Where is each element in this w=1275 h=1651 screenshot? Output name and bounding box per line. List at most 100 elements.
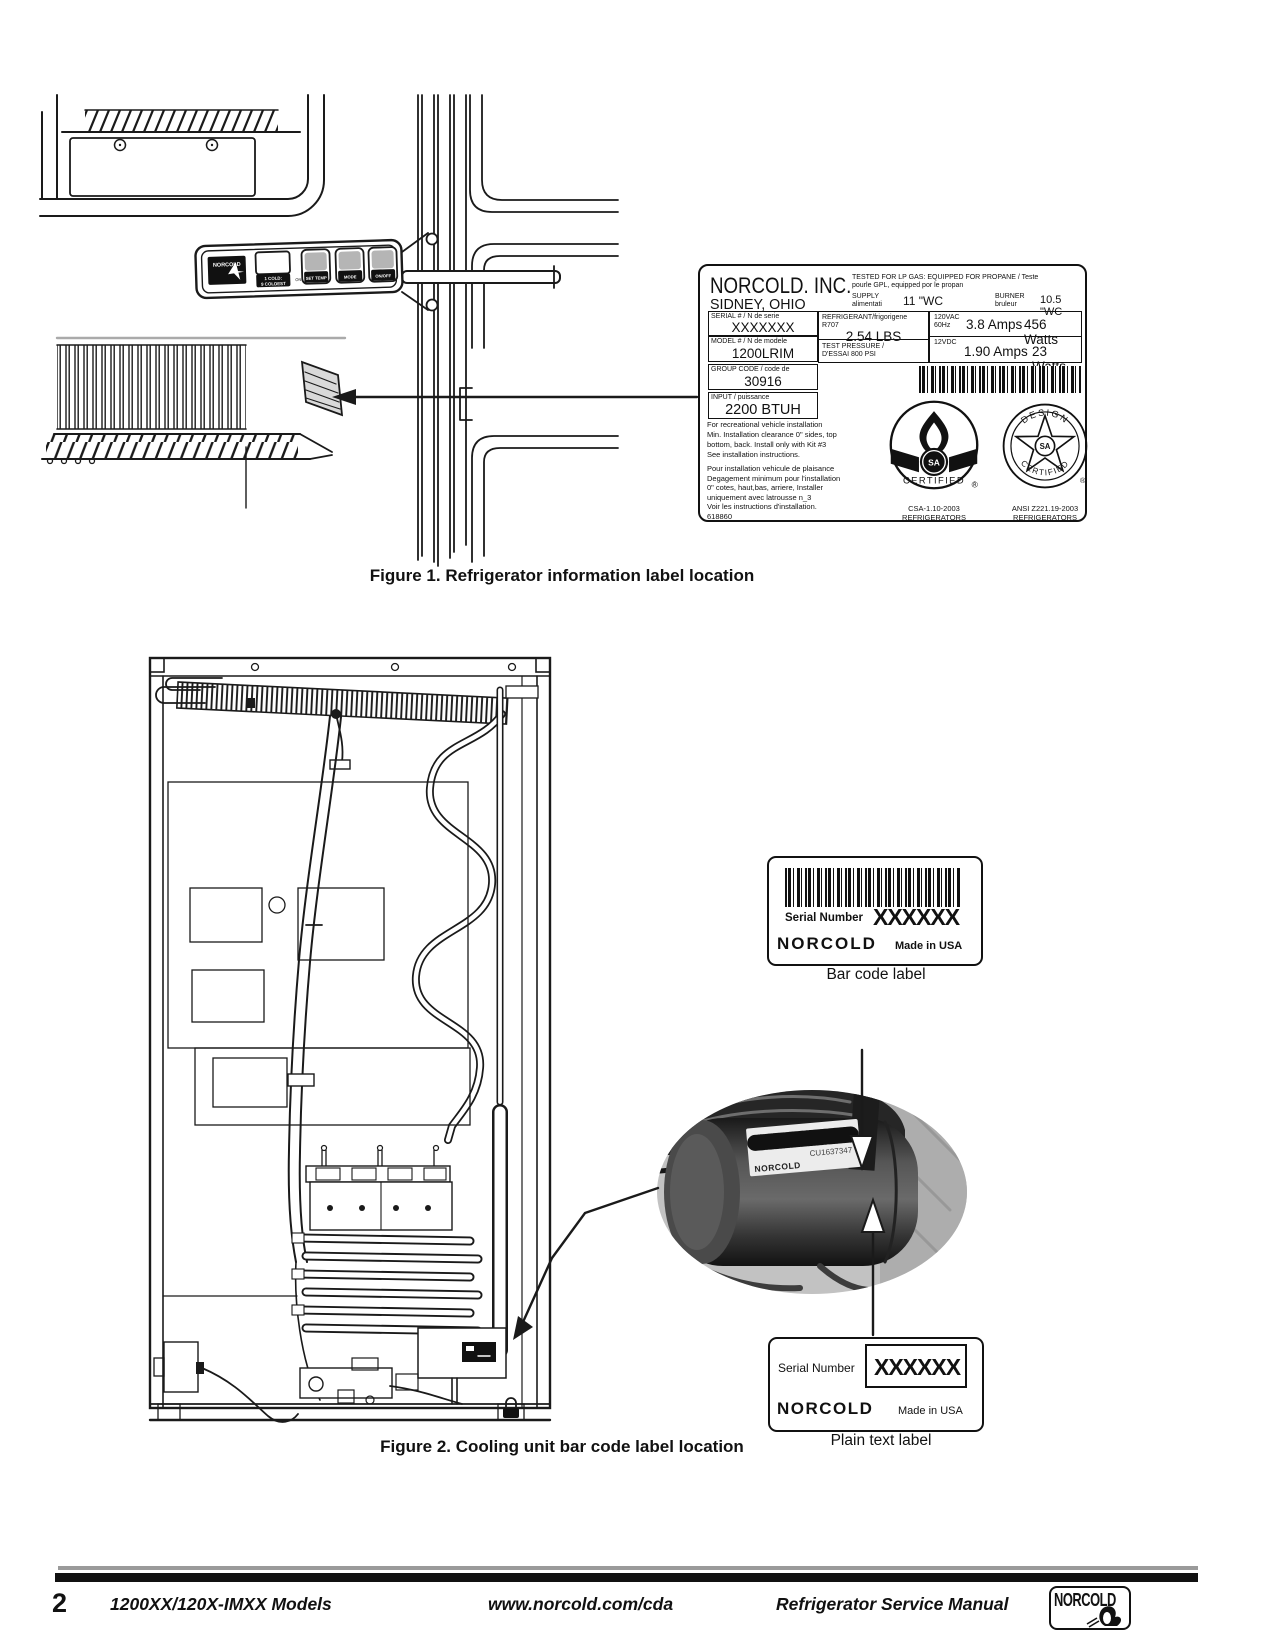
panel-button-settemp: [300, 248, 332, 285]
svg-text:®: ®: [972, 479, 979, 489]
info-company: NORCOLD. INC.: [710, 273, 852, 298]
svg-text:SA: SA: [928, 458, 940, 468]
plain-text-label: Serial Number XXXXXX NORCOLD Made in USA: [768, 1337, 984, 1432]
note-fr-6: 618860: [707, 511, 733, 521]
plain-serial-value: XXXXXX: [874, 1354, 961, 1380]
plain-label-caption: Plain text label: [830, 1432, 932, 1449]
svg-text:SA: SA: [1040, 442, 1051, 451]
input-label: INPUT / puissance: [711, 394, 770, 401]
barcode-label-barcode: [785, 868, 961, 907]
ac-label: 120VAC: [934, 314, 960, 321]
side-wall-label: [300, 360, 344, 417]
refrigerant-value: 2.54 LBS: [845, 329, 902, 344]
model-box: MODEL # / N de modele 1200LRIM: [708, 336, 818, 362]
csa-caption-1: CSA-1.10-2003: [908, 504, 960, 513]
info-burner-value: 10.5 "WC: [1040, 294, 1063, 318]
note-fr-3: 0" cotes, haut,bas, arriere, Installer: [707, 483, 824, 492]
condenser-coil: [175, 681, 509, 725]
footer-rule-gray: [58, 1566, 1198, 1570]
panel-logo-text: NORCOLD: [213, 262, 241, 269]
photo-brand-text: NORCOLD: [754, 1160, 801, 1174]
figure1-caption: Figure 1. Refrigerator information label…: [369, 566, 755, 585]
footer-rule-black: [55, 1573, 1198, 1582]
lock-icon: [503, 1397, 519, 1418]
ac-amps: 3.8 Amps: [966, 317, 1023, 332]
note-fr-2: Degagement minimum pour l'installation: [707, 473, 841, 483]
footer-logo-text: NORCOLD: [1054, 1589, 1116, 1610]
barcode-serial-value: XXXXXX: [873, 904, 960, 930]
absorber-coil: [291, 1232, 483, 1336]
note-fr-4: uniquement avec latrousse n_3: [707, 492, 812, 502]
ac-sub: 60Hz: [934, 322, 951, 329]
csa-caption: CSA-1.10-2003 REFRIGERATORS: [882, 504, 986, 522]
svg-text:®: ®: [1080, 476, 1086, 485]
input-box: INPUT / puissance 2200 BTUH: [708, 392, 818, 419]
panel-button-settemp-label: SET TEMP: [306, 275, 327, 281]
figure2-leaders: [513, 1048, 886, 1340]
footer-website: www.norcold.com/cda: [488, 1594, 674, 1614]
cooling-unit-photo: CU1637347 NORCOLD: [657, 1090, 967, 1294]
csa-certified-badge-icon: SA CERTIFIED ®: [889, 400, 979, 490]
label-location-arrow: [332, 389, 699, 405]
absorber-assembly: [305, 1144, 453, 1231]
info-tested-1: TESTED FOR LP GAS: EQUIPPED FOR PROPANE …: [852, 274, 1039, 281]
input-value: 2200 BTUH: [725, 402, 801, 418]
ac-watts: 456 Watts: [1024, 317, 1059, 347]
note-en: For recreational vehicle installation Mi…: [707, 420, 837, 460]
group-label: GROUP CODE / code de: [711, 366, 790, 373]
info-burner-sub: bruleur: [995, 301, 1017, 308]
penguin-icon: [228, 262, 245, 280]
photo-serial-text: CU1637347: [809, 1145, 853, 1158]
info-label: NORCOLD. INC. SIDNEY, OHIO TESTED FOR LP…: [698, 264, 1088, 522]
dc-amps: 1.90 Amps: [964, 344, 1028, 359]
panel-button-onoff-label: ON/OFF: [375, 273, 391, 279]
refrigerant-code: R707: [822, 322, 839, 329]
info-tested-2: pourle GPL, equipped por le propan: [852, 282, 964, 289]
barcode-made-in: Made in USA: [895, 940, 963, 952]
burner-assembly: [299, 1357, 463, 1405]
note-en-1: For recreational vehicle installation: [707, 420, 823, 429]
refrigerator-drawing: NORCOLD 1 COLD: 9 COLDEST SET TEMP MODE …: [39, 94, 699, 567]
serial-value: XXXXXXX: [731, 320, 795, 335]
serial-label: SERIAL # / N de serie: [711, 313, 780, 320]
dc-label: 12VDC: [934, 339, 957, 346]
model-value: 1200LRIM: [731, 346, 795, 361]
panel-display-line1: 1 COLD:: [264, 276, 282, 282]
info-label-barcode: [919, 366, 1082, 393]
plain-made-in: Made in USA: [898, 1405, 963, 1417]
ansi-caption: ANSI Z221.19-2003 REFRIGERATORS: [993, 504, 1097, 522]
figure2-caption: Figure 2. Cooling unit bar code label lo…: [380, 1437, 744, 1456]
panel-button-mode-label: MODE: [344, 274, 357, 279]
note-fr-5: Voir les instructions d'installation.: [707, 502, 817, 511]
info-supply-value: 11 "WC: [903, 294, 944, 308]
design-certified-badge-icon: SA DESIGN CERTIFIED ®: [1002, 403, 1088, 489]
panel-display-line2: 9 COLDEST: [261, 281, 286, 287]
footer-models: 1200XX/120X-IMXX Models: [110, 1594, 332, 1614]
model-label: MODEL # / N de modele: [711, 338, 787, 345]
pressure-line1: TEST PRESSURE /: [822, 343, 885, 350]
note-en-3: bottom, back. Install only with Kit #3: [707, 440, 827, 449]
footer-manual-title: Refrigerator Service Manual: [776, 1594, 1009, 1614]
note-en-2: Min. Installation clearance 0" sides, to…: [707, 430, 837, 439]
barcode-label-caption: Bar code label: [826, 966, 926, 983]
info-burner-label: BURNER: [995, 293, 1025, 300]
refrigerant-label: REFRIGERANT/frigorigene: [822, 314, 908, 321]
boiler-housing: [417, 1327, 507, 1379]
plain-brand: NORCOLD: [777, 1399, 874, 1418]
panel-button-onoff: [367, 246, 399, 283]
note-fr: Pour installation vehicule de plaisance …: [707, 464, 840, 521]
photo-barcode-label: CU1637347 NORCOLD: [746, 1119, 862, 1177]
footer-page-number: 2: [52, 1588, 68, 1618]
svg-text:CERTIFIED: CERTIFIED: [903, 475, 965, 486]
barcode-serial-label: Serial Number: [785, 912, 863, 924]
info-city: SIDNEY, OHIO: [710, 296, 806, 313]
group-value: 30916: [744, 374, 782, 389]
note-fr-1: Pour installation vehicule de plaisance: [707, 464, 835, 473]
note-en-4: See installation instructions.: [707, 450, 800, 459]
ansi-caption-2: REFRIGERATORS: [1013, 513, 1077, 522]
panel-on-label: ON: [295, 277, 301, 282]
cooling-unit-drawing: [148, 656, 552, 1423]
panel-button-mode: [334, 247, 366, 284]
control-panel-drawing: NORCOLD 1 COLD: 9 COLDEST SET TEMP MODE …: [194, 238, 404, 300]
